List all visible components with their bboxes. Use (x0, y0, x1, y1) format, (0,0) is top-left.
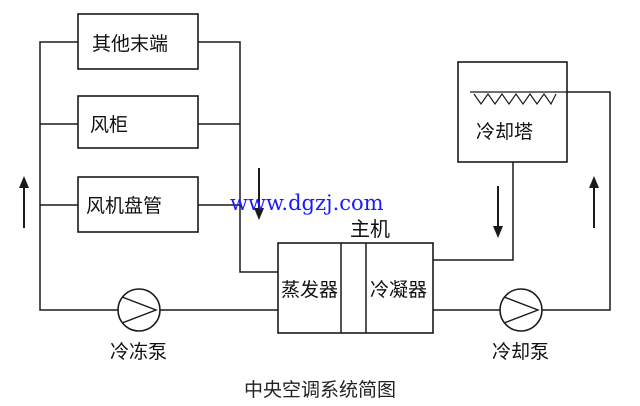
chilled-supply-pipe (198, 41, 278, 273)
cooling-return-pipe (542, 91, 611, 311)
cooling-supply-pipe (433, 162, 514, 261)
chilled-pump-icon (117, 288, 161, 332)
chilled-pump-label: 冷冻泵 (110, 341, 167, 363)
cooling-pump-label: 冷却泵 (492, 341, 549, 363)
condenser-label: 冷凝器 (370, 279, 427, 301)
cooling-tower-spray-icon (473, 92, 557, 106)
watermark-text: www.dgzj.com (230, 191, 384, 215)
terminal-cabinet-label: 风柜 (90, 114, 128, 136)
cooling-supply-down-arrow (493, 186, 503, 238)
evaporator-label: 蒸发器 (281, 279, 338, 301)
terminal-fancoil-box (77, 176, 199, 233)
chilled-supply-down-arrow (254, 168, 264, 220)
cooling-tower-box (457, 61, 568, 163)
terminal-other-label: 其他末端 (92, 33, 168, 55)
terminal-cabinet-box (77, 95, 199, 149)
cooling-return-up-arrow (589, 176, 599, 228)
chilled-return-pipe (39, 41, 118, 311)
main-unit-box (277, 242, 434, 334)
chilled-return-up-arrow (19, 176, 29, 228)
cooling-pump-icon (499, 288, 543, 332)
main-unit-label: 主机 (350, 217, 390, 241)
diagram-caption: 中央空调系统简图 (244, 379, 396, 401)
terminal-other-box (77, 13, 199, 70)
cooling-tower-label: 冷却塔 (476, 121, 533, 143)
terminal-fancoil-label: 风机盘管 (86, 195, 162, 217)
